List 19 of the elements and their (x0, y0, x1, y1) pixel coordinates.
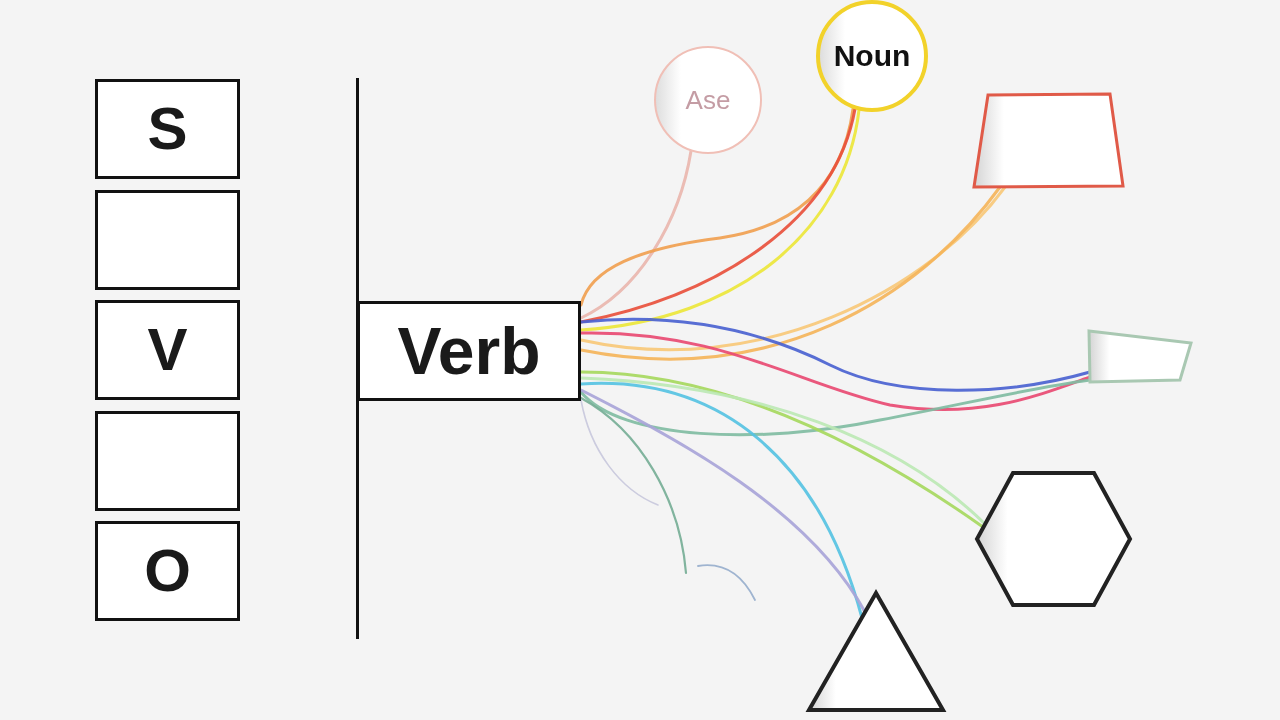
word-label: Verb (397, 318, 541, 384)
circle-label: Noun (833, 41, 911, 71)
curved-line (579, 396, 688, 575)
curved-line (579, 149, 693, 320)
trapezoid-shape (972, 92, 1125, 189)
word-box (357, 301, 581, 401)
letter-label: S (147, 99, 188, 159)
hexagon-shape (975, 471, 1132, 607)
letter-label: V (147, 320, 188, 380)
quadrilateral-shape (1087, 329, 1193, 384)
letter-box (95, 521, 240, 621)
triangle-shape (806, 590, 946, 713)
curved-line (580, 399, 659, 506)
letter-box (95, 300, 240, 400)
letter-box (95, 79, 240, 179)
letter-label: O (144, 541, 191, 601)
circle-label: Ase (685, 87, 731, 113)
empty-box (95, 411, 240, 511)
empty-box (95, 190, 240, 290)
